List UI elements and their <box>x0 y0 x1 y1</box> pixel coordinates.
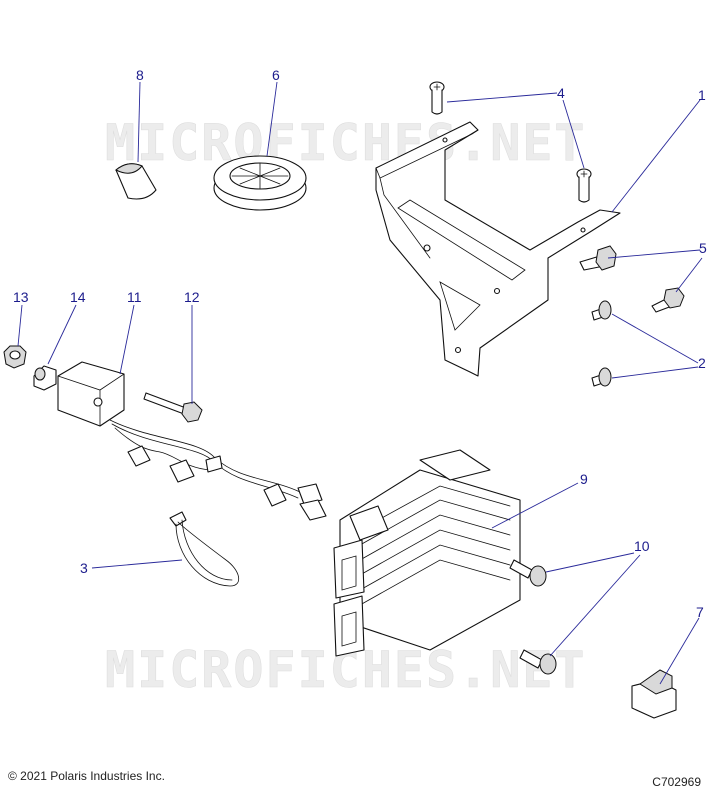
leader-14 <box>47 304 77 365</box>
leader-9 <box>491 482 579 529</box>
leader-8 <box>137 81 141 163</box>
part-flange-bolt-2 <box>651 287 685 313</box>
callout-numbers: 1 2 3 4 5 6 7 8 9 10 11 12 13 14 <box>13 67 707 620</box>
part-push-rivet-2 <box>591 367 612 387</box>
part-spacer <box>33 365 57 391</box>
callout-13: 13 <box>13 289 29 305</box>
part-screw-upper <box>429 81 445 115</box>
part-nut <box>3 345 27 369</box>
part-sleeve <box>115 163 157 200</box>
leader-7 <box>659 617 700 685</box>
part-bracket <box>375 121 621 377</box>
leader-4b <box>562 99 585 169</box>
leader-10a <box>545 552 635 573</box>
leader-4a <box>446 92 558 103</box>
callout-2: 2 <box>698 355 706 371</box>
watermark-top: MICROFICHES.NET <box>105 114 587 172</box>
callout-8: 8 <box>136 67 144 83</box>
part-voltage-regulator <box>333 449 521 657</box>
callout-6: 6 <box>272 67 280 83</box>
part-cable-tie <box>169 511 239 587</box>
part-push-rivet-1 <box>591 300 612 321</box>
part-flange-bolt-1 <box>579 245 617 271</box>
leader-11 <box>119 304 135 375</box>
leader-2b <box>611 366 699 379</box>
callout-14: 14 <box>70 289 86 305</box>
copyright-text: © 2021 Polaris Industries Inc. <box>8 769 165 783</box>
part-clip <box>631 669 677 719</box>
callout-7: 7 <box>696 604 704 620</box>
callout-4: 4 <box>557 85 565 101</box>
leader-6 <box>266 81 278 157</box>
leader-5b <box>675 257 703 293</box>
part-screw-regulator-2 <box>519 649 557 675</box>
leader-lines <box>17 81 703 685</box>
drawing-code: C702969 <box>652 775 701 789</box>
callout-10: 10 <box>634 538 650 554</box>
part-screw-lower <box>576 168 592 203</box>
leader-5a <box>607 249 701 259</box>
leader-1 <box>611 99 701 213</box>
callout-3: 3 <box>80 560 88 576</box>
part-screw-regulator-1 <box>509 559 547 587</box>
callout-1: 1 <box>698 87 706 103</box>
leader-3 <box>91 559 183 569</box>
callout-5: 5 <box>699 240 707 256</box>
callout-12: 12 <box>184 289 200 305</box>
part-hex-bolt <box>143 392 203 423</box>
callout-11: 11 <box>127 289 142 305</box>
leader-2a <box>611 313 699 364</box>
part-wire-harness <box>57 361 327 521</box>
part-grommet <box>213 155 307 211</box>
leader-13 <box>17 304 23 347</box>
leader-10b <box>549 554 641 657</box>
callout-9: 9 <box>580 471 588 487</box>
